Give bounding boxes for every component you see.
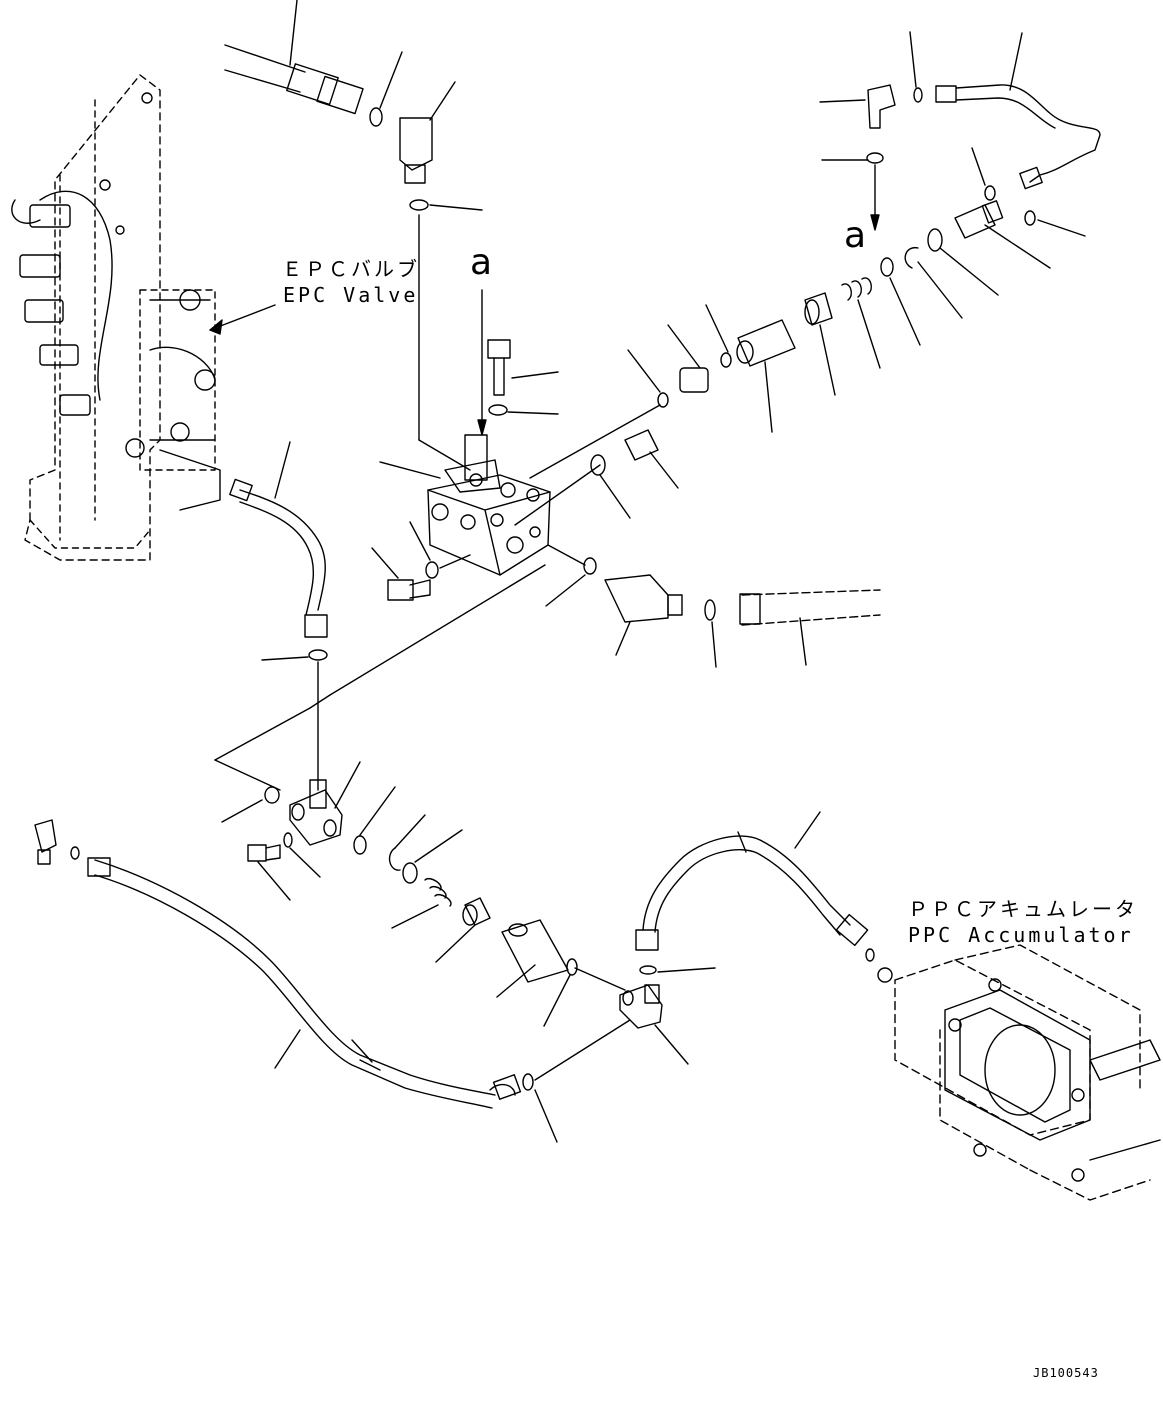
bolt-left — [372, 522, 470, 600]
leader-lines — [215, 565, 545, 790]
right-mid-branch — [515, 430, 880, 667]
top-hose-group — [225, 0, 482, 440]
long-lower-hose — [35, 820, 630, 1142]
epc-valve-label-jp: ＥＰＣバルブ — [282, 257, 420, 281]
bolt-top — [478, 290, 558, 435]
check-valve-parts-upper — [530, 148, 1085, 478]
manifold-block — [380, 435, 550, 575]
epc-valve-assembly — [12, 75, 275, 560]
view-marker-a-right: a — [844, 215, 867, 256]
ppc-accumulator-assembly — [878, 945, 1160, 1200]
ppc-accumulator-label-en: PPC Accumulator — [908, 923, 1134, 947]
epc-valve-label-en: EPC Valve — [283, 283, 419, 307]
drawing-code: JB100543 — [1033, 1366, 1099, 1380]
upper-right-hose — [820, 32, 1100, 189]
lower-tee-block — [222, 762, 625, 1026]
lower-right-tee — [620, 812, 874, 1064]
ppc-accumulator-label-jp: ＰＰＣアキュムレータ — [908, 897, 1138, 921]
view-marker-a-center: a — [470, 242, 493, 283]
left-mid-hose — [230, 442, 327, 790]
